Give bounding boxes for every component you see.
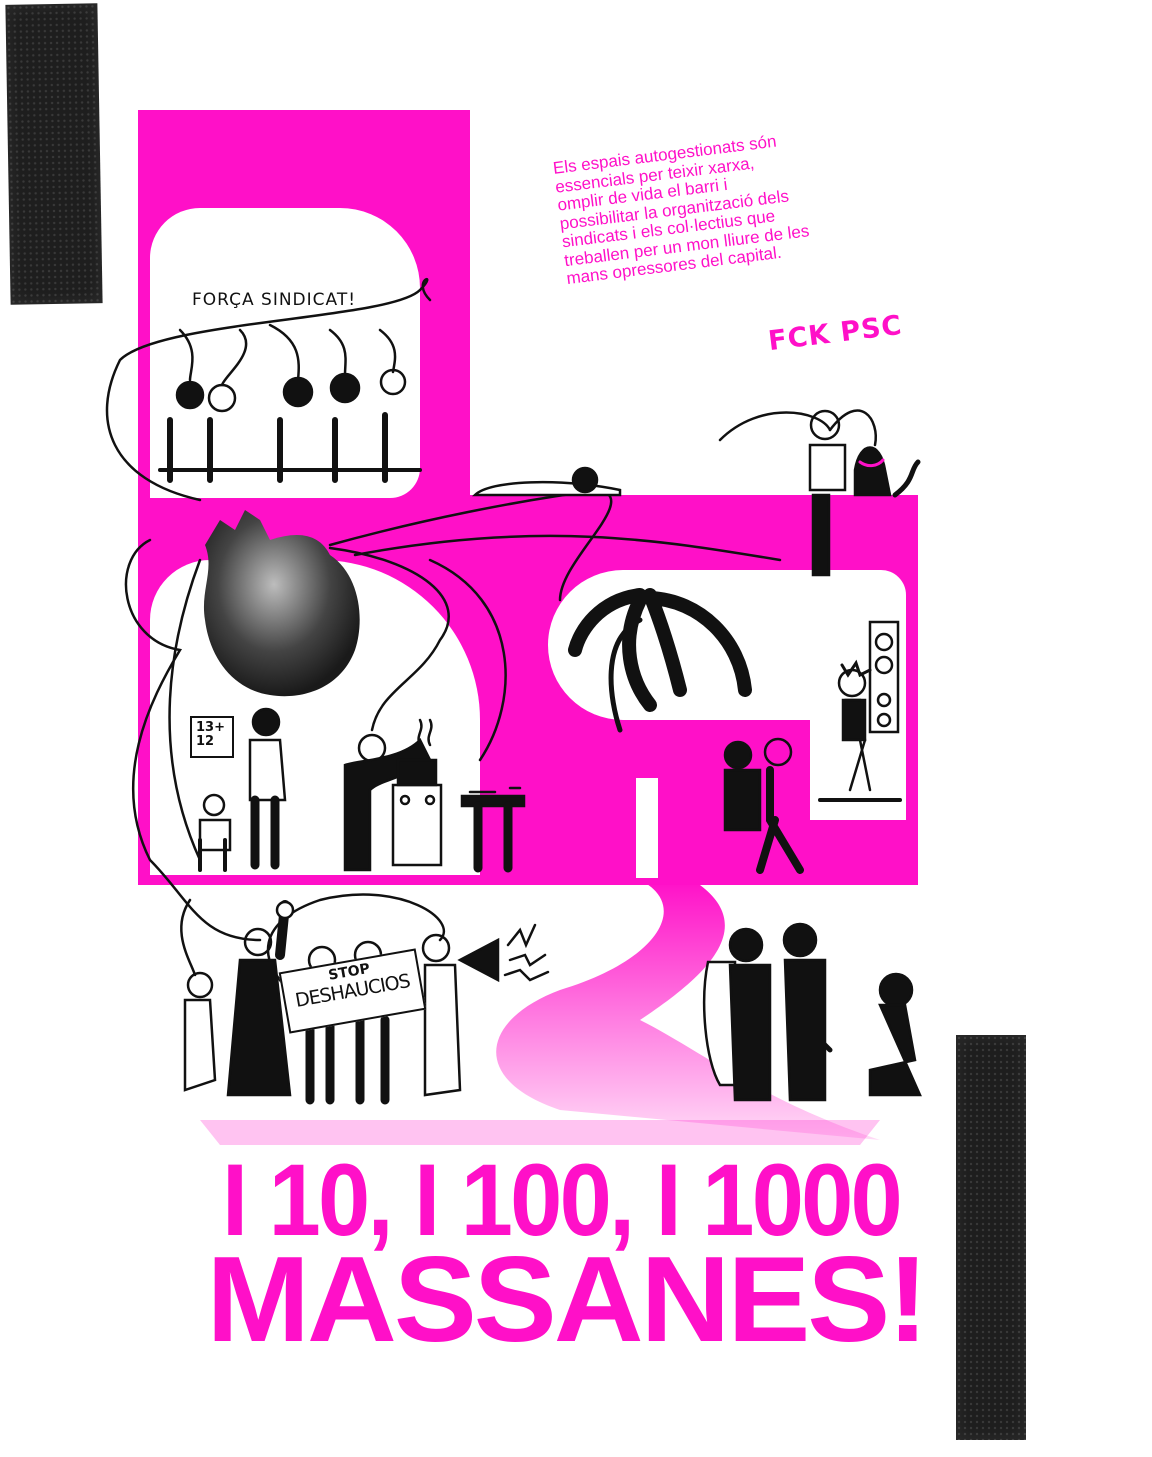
- headline-line-2: MASSANES!: [206, 1231, 928, 1367]
- whiteboard-line-1: 13+: [196, 720, 225, 735]
- speech-bubble-text: FORÇA SINDICAT!: [192, 290, 357, 310]
- classroom-whiteboard: 13+ 12: [190, 716, 234, 758]
- door-slot: [636, 778, 658, 878]
- duct-tape-bottom-right: [956, 1035, 1026, 1440]
- headline-line-1: I 10, I 100, I 1000: [222, 1143, 903, 1257]
- whiteboard-line-2: 12: [196, 734, 215, 749]
- interior-assembly-room: [150, 208, 420, 498]
